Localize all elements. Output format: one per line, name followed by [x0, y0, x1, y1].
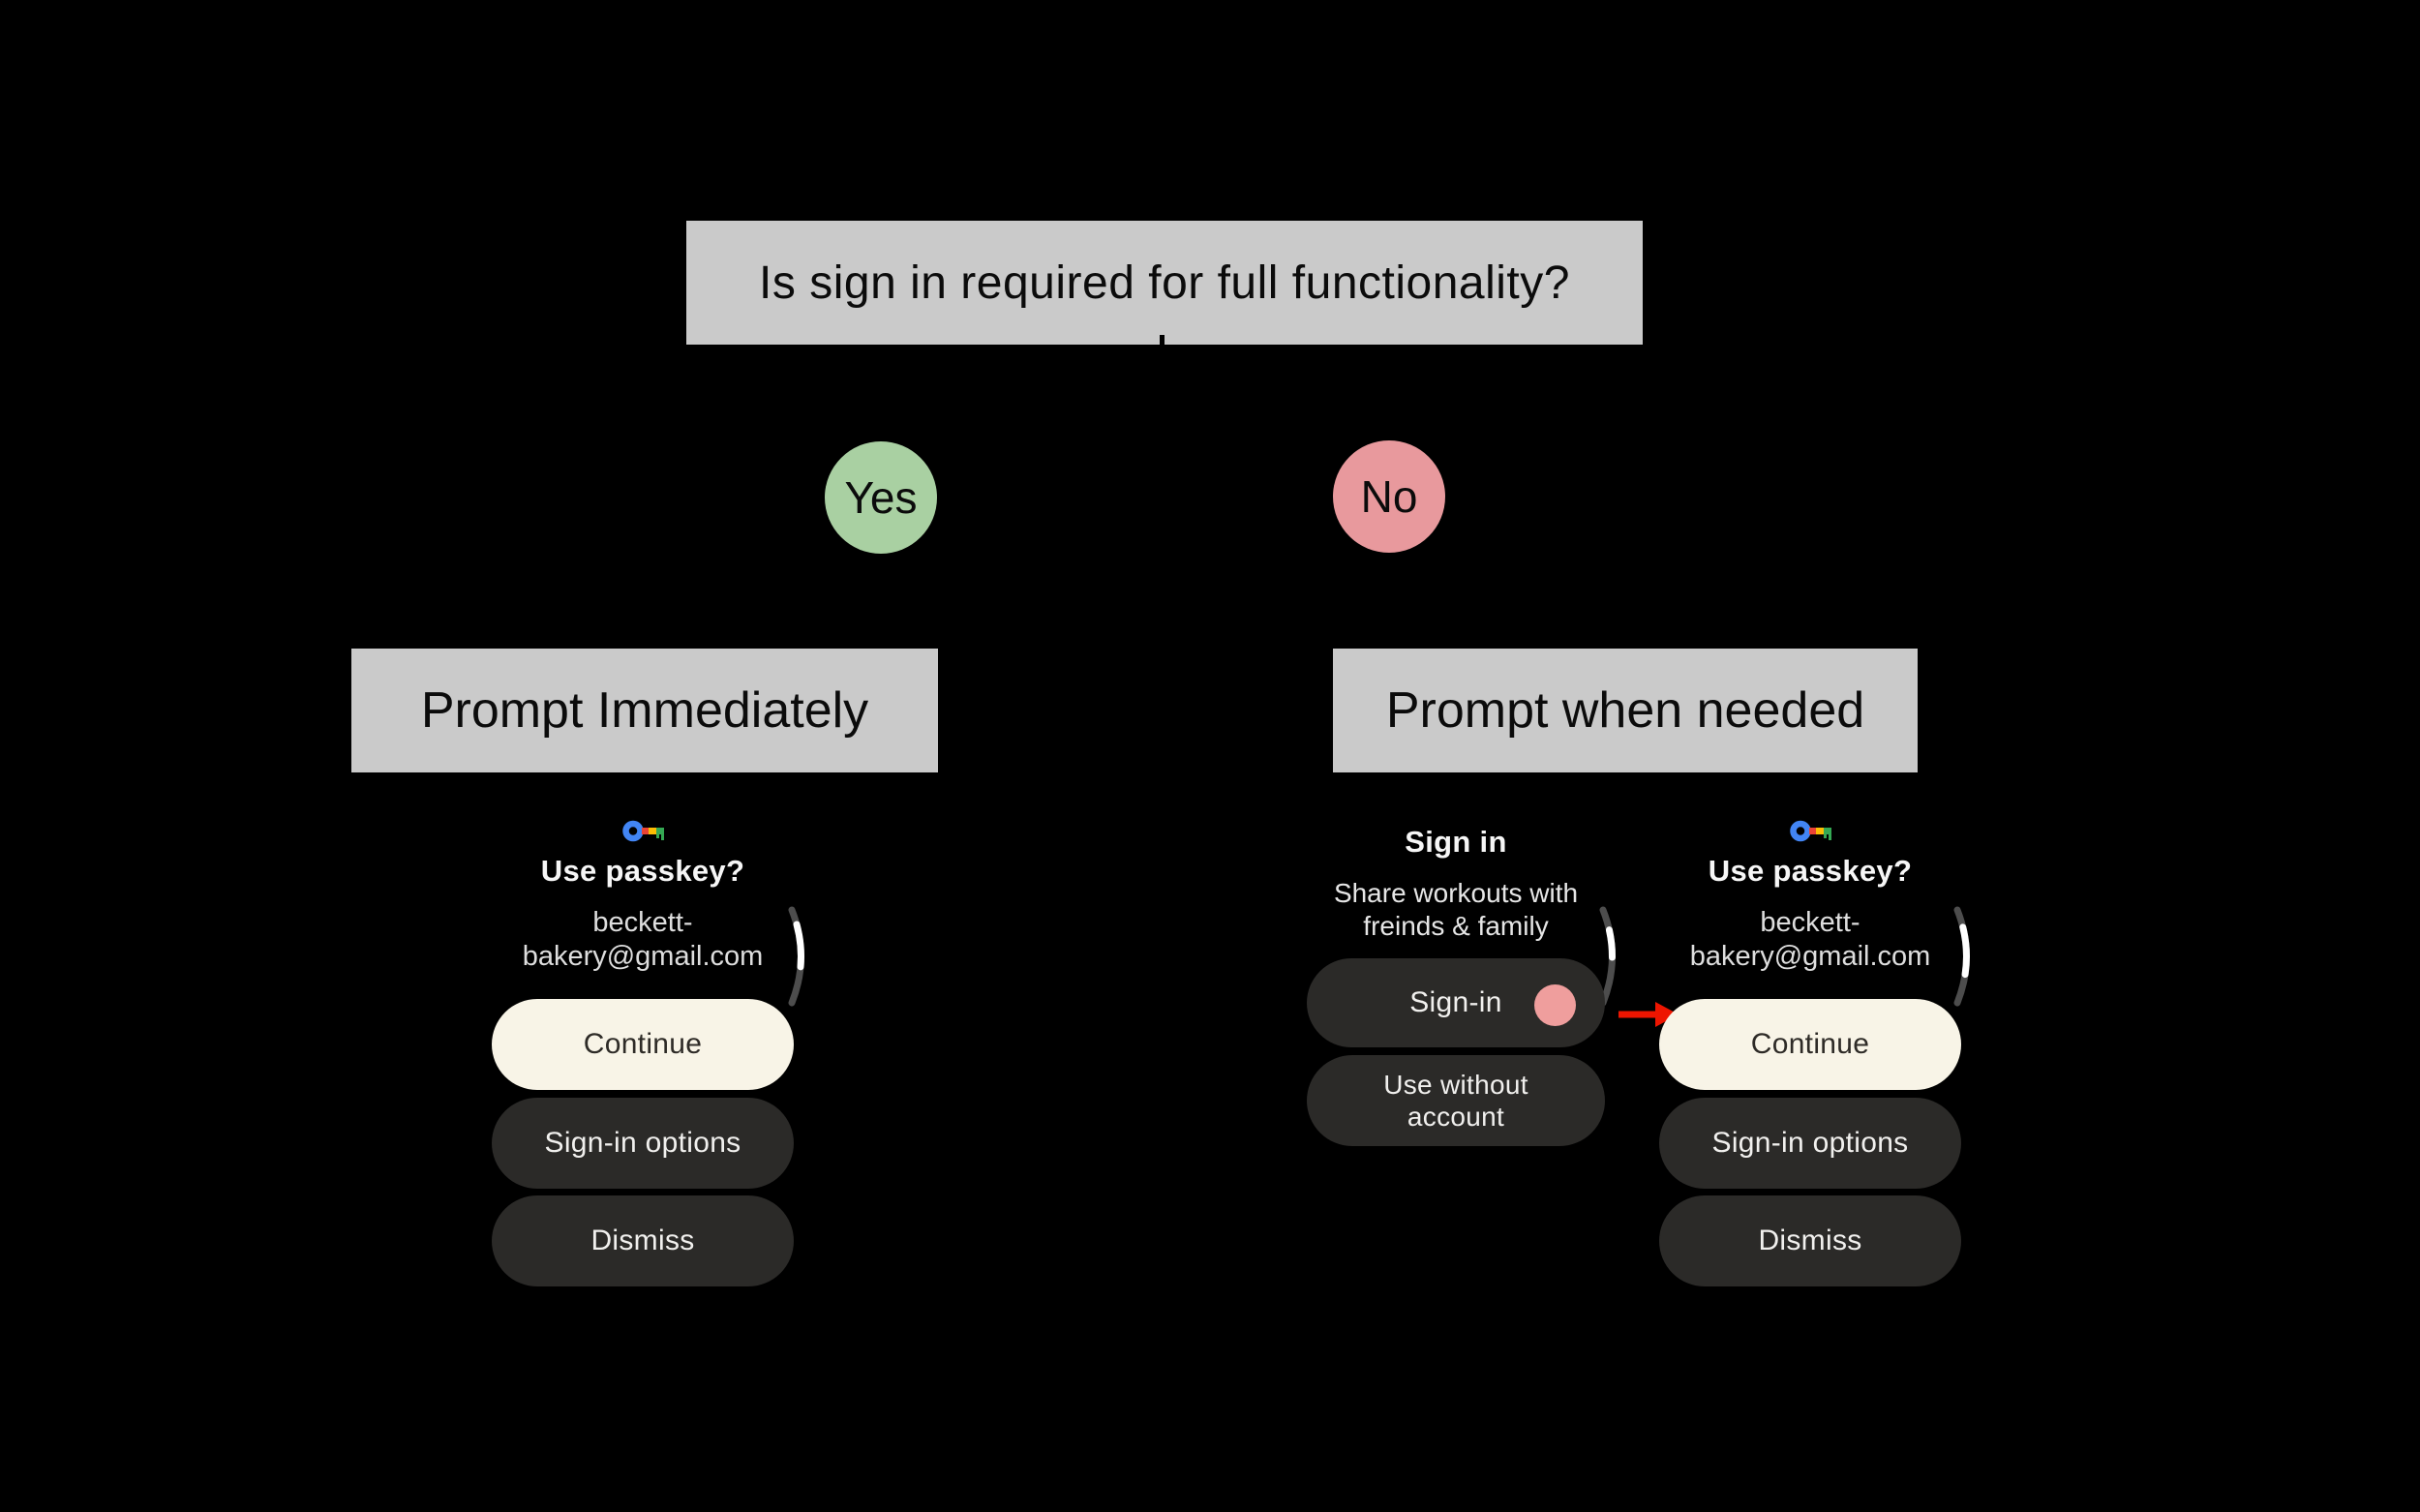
watch-screen-passkey-left: Use passkey? beckett- bakery@gmail.com C… — [474, 813, 811, 1326]
strategy-box-immediate: Prompt Immediately — [351, 649, 938, 772]
connector-tick — [1160, 335, 1165, 347]
scroll-indicator[interactable] — [784, 906, 813, 1007]
signin-options-button[interactable]: Sign-in options — [492, 1098, 794, 1189]
use-without-account-line2: account — [1407, 1102, 1505, 1132]
dismiss-button[interactable]: Dismiss — [1659, 1195, 1961, 1286]
account-email-line2: bakery@gmail.com — [522, 941, 764, 972]
passkey-icon — [622, 820, 664, 842]
red-arrow-icon — [1618, 1002, 1679, 1027]
branch-yes-circle: Yes — [825, 441, 937, 554]
watch-screen-passkey-right: Use passkey? beckett- bakery@gmail.com C… — [1642, 813, 1979, 1326]
scroll-indicator[interactable] — [1595, 906, 1624, 1007]
signin-subtitle-line1: Share workouts with — [1333, 878, 1579, 908]
continue-button[interactable]: Continue — [1659, 999, 1961, 1090]
signin-subtitle: Share workouts with freinds & family — [1268, 877, 1644, 943]
account-email-line1: beckett- — [1760, 907, 1860, 938]
strategy-needed-label: Prompt when needed — [1385, 682, 1865, 739]
account-email: beckett- bakery@gmail.com — [1622, 906, 1998, 974]
continue-button[interactable]: Continue — [492, 999, 794, 1090]
strategy-immediate-label: Prompt Immediately — [420, 682, 869, 739]
use-without-account-button[interactable]: Use without account — [1307, 1055, 1605, 1146]
signin-subtitle-line2: freinds & family — [1363, 911, 1549, 941]
passkey-title: Use passkey? — [540, 854, 745, 888]
account-email: beckett- bakery@gmail.com — [455, 906, 831, 974]
strategy-box-needed: Prompt when needed — [1333, 649, 1918, 772]
dismiss-button[interactable]: Dismiss — [492, 1195, 794, 1286]
passkey-icon — [1790, 820, 1831, 842]
signin-options-button[interactable]: Sign-in options — [1659, 1098, 1961, 1189]
passkey-title: Use passkey? — [1708, 854, 1913, 888]
scroll-indicator[interactable] — [1950, 906, 1979, 1007]
branch-no-label: No — [1360, 471, 1418, 522]
question-text: Is sign in required for full functionali… — [759, 257, 1570, 309]
account-email-line2: bakery@gmail.com — [1689, 941, 1931, 972]
watch-screen-signin: Sign in Share workouts with freinds & fa… — [1287, 813, 1624, 1326]
question-box: Is sign in required for full functionali… — [686, 221, 1643, 345]
branch-no-circle: No — [1333, 440, 1445, 553]
signin-title: Sign in — [1405, 825, 1507, 859]
account-email-line1: beckett- — [592, 907, 693, 938]
branch-yes-label: Yes — [844, 472, 918, 523]
use-without-account-line1: Use without — [1383, 1070, 1528, 1100]
tap-indicator-dot — [1534, 984, 1576, 1026]
